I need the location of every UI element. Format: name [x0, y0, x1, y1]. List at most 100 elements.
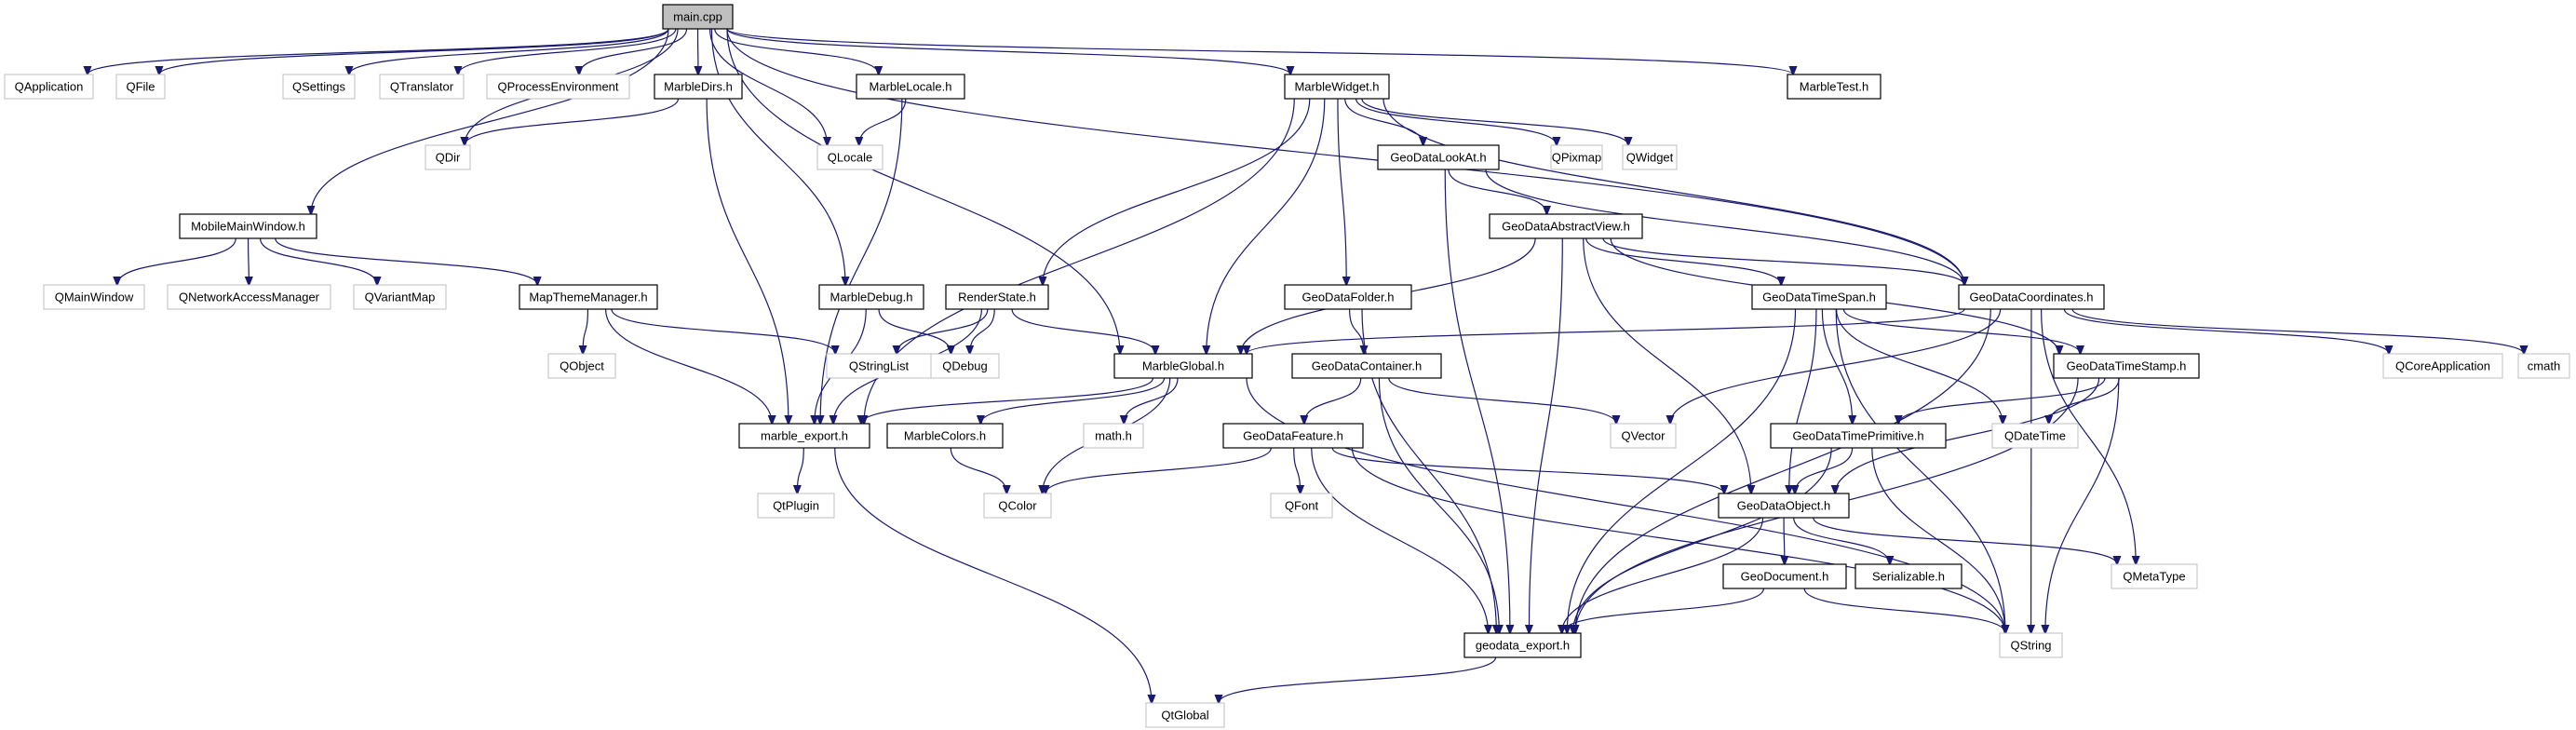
node-geodatatimeprimitive-h[interactable]: GeoDataTimePrimitive.h	[1770, 423, 1947, 449]
node-label: QDateTime	[2004, 429, 2066, 443]
node-qwidget: QWidget	[1622, 144, 1678, 170]
node-label: QMainWindow	[55, 291, 134, 304]
edge-geodatafeature-h-to-qcolor	[1045, 447, 1272, 493]
node-qsettings: QSettings	[282, 74, 356, 100]
node-marbledebug-h[interactable]: MarbleDebug.h	[818, 284, 924, 310]
node-label: QVector	[1622, 429, 1666, 443]
edge-mobilemainwindow-h-to-qmainwindow	[117, 237, 236, 285]
node-marbletest-h[interactable]: MarbleTest.h	[1787, 74, 1881, 100]
node-label: GeoDataContainer.h	[1312, 359, 1423, 373]
edge-marble-export-h-to-qtglobal	[834, 447, 1152, 703]
node-box	[1550, 144, 1603, 170]
edge-main-cpp-to-qprocessenvironment	[579, 28, 688, 74]
node-box	[816, 144, 883, 170]
edge-marblewidget-h-to-marbleglobal-h	[1207, 98, 1326, 354]
node-geodocument-h[interactable]: GeoDocument.h	[1722, 563, 1847, 589]
node-geodata-export-h[interactable]: geodata_export.h	[1463, 632, 1582, 658]
node-box	[2382, 353, 2503, 379]
node-label: GeoDocument.h	[1741, 570, 1829, 584]
node-box	[1489, 213, 1643, 239]
node-mobilemainwindow-h[interactable]: MobileMainWindow.h	[179, 213, 317, 239]
edge-geodatatimespan-h-to-geodata-export-h	[1567, 308, 1797, 633]
edge-geodatacoordinates-h-to-cmath	[2071, 308, 2524, 354]
edge-main-cpp-to-qfile	[159, 28, 669, 74]
node-box	[930, 353, 1000, 379]
node-box	[282, 74, 356, 100]
node-label: MarbleLocale.h	[870, 80, 952, 94]
node-geodataabstractview-h[interactable]: GeoDataAbstractView.h	[1489, 213, 1643, 239]
edge-geodatacontainer-h-to-geodata-export-h	[1378, 377, 1499, 633]
node-qcoreapplication: QCoreApplication	[2382, 353, 2503, 379]
edge-marblewidget-h-to-geodatalookat-h	[1344, 98, 1423, 145]
node-qfont: QFont	[1270, 493, 1333, 519]
node-renderstate-h[interactable]: RenderState.h	[945, 284, 1049, 310]
node-box	[886, 423, 1004, 449]
edge-mapthememanager-h-to-marble-export-h	[604, 308, 773, 424]
edge-mobilemainwindow-h-to-qnetworkaccessmanager	[249, 237, 250, 285]
node-geodatafolder-h[interactable]: GeoDataFolder.h	[1284, 284, 1412, 310]
node-geodatatimespan-h[interactable]: GeoDataTimeSpan.h	[1751, 284, 1887, 310]
node-box	[519, 284, 658, 310]
edge-geodocument-h-to-qstring	[1803, 588, 2005, 633]
edge-main-cpp-to-geodatacoordinates-h	[726, 28, 1964, 285]
node-label: QTranslator	[390, 80, 454, 94]
edge-geodataobject-h-to-qmetatype	[1813, 517, 2117, 564]
node-geodataobject-h[interactable]: GeoDataObject.h	[1718, 493, 1850, 519]
node-qcolor: QColor	[983, 493, 1052, 519]
node-marblelocale-h[interactable]: MarbleLocale.h	[856, 74, 965, 100]
node-box	[486, 74, 630, 100]
node-geodatalookat-h[interactable]: GeoDataLookAt.h	[1377, 144, 1500, 170]
node-geodatacontainer-h[interactable]: GeoDataContainer.h	[1291, 353, 1442, 379]
node-box	[1854, 563, 1962, 589]
node-label: QtPlugin	[773, 499, 819, 513]
edge-geodatatimestamp-h-to-geodataobject-h	[1835, 377, 2100, 493]
node-box	[757, 493, 835, 519]
node-marble-export-h[interactable]: marble_export.h	[738, 423, 870, 449]
node-mapthememanager-h[interactable]: MapThemeManager.h	[519, 284, 658, 310]
edge-geodatatimestamp-h-to-qdatetime	[2049, 377, 2120, 424]
node-qapplication: QApplication	[4, 74, 94, 100]
node-geodatacoordinates-h[interactable]: GeoDataCoordinates.h	[1958, 284, 2105, 310]
edge-marblewidget-h-to-renderstate-h	[1043, 98, 1311, 285]
node-box	[1622, 144, 1678, 170]
edge-geodatatimeprimitive-h-to-geodataobject-h	[1795, 447, 1854, 493]
node-box	[2053, 353, 2200, 379]
edge-mobilemainwindow-h-to-qvariantmap	[259, 237, 378, 285]
node-box	[179, 213, 317, 239]
edge-geodatacoordinates-h-to-geodata-export-h	[1575, 308, 1991, 633]
node-math-h: math.h	[1083, 423, 1144, 449]
edge-marblewidget-h-to-qpixmap	[1355, 98, 1557, 145]
edge-geodataabstractview-h-to-geodataobject-h	[1583, 237, 1751, 493]
node-box	[167, 284, 331, 310]
node-marbledirs-h[interactable]: MarbleDirs.h	[654, 74, 743, 100]
edge-marbleglobal-h-to-marble-export-h	[861, 377, 1154, 424]
node-label: QString	[2010, 639, 2051, 653]
node-marblewidget-h[interactable]: MarbleWidget.h	[1284, 74, 1390, 100]
node-main-cpp[interactable]: main.cpp	[662, 4, 734, 30]
node-label: MapThemeManager.h	[529, 291, 647, 304]
node-marblecolors-h[interactable]: MarbleColors.h	[886, 423, 1004, 449]
edge-main-cpp-to-qapplication	[88, 28, 669, 74]
node-label: MarbleGlobal.h	[1142, 359, 1224, 373]
node-label: QProcessEnvironment	[497, 80, 618, 94]
edge-main-cpp-to-qsettings	[349, 28, 669, 74]
node-geodatatimestamp-h[interactable]: GeoDataTimeStamp.h	[2053, 353, 2200, 379]
node-qstringlist: QStringList	[826, 353, 932, 379]
edge-geodatacontainer-h-to-qvector	[1388, 377, 1616, 424]
edge-geodataabstractview-h-to-geodata-export-h	[1529, 237, 1563, 633]
node-geodatafeature-h[interactable]: GeoDataFeature.h	[1222, 423, 1364, 449]
edge-marbledebug-h-to-qdebug	[878, 308, 951, 354]
node-label: GeoDataFeature.h	[1243, 429, 1343, 443]
node-label: QFont	[1285, 499, 1319, 513]
node-qobject: QObject	[547, 353, 616, 379]
node-box	[945, 284, 1049, 310]
node-label: QColor	[998, 499, 1037, 513]
edge-mapthememanager-h-to-qobject	[583, 308, 589, 354]
node-label: marble_export.h	[761, 429, 848, 443]
node-qvariantmap: QVariantMap	[353, 284, 447, 310]
node-serializable-h[interactable]: Serializable.h	[1854, 563, 1962, 589]
node-label: QWidget	[1626, 151, 1674, 165]
node-marbleglobal-h[interactable]: MarbleGlobal.h	[1113, 353, 1253, 379]
node-label: GeoDataTimePrimitive.h	[1792, 429, 1923, 443]
node-label: RenderState.h	[958, 291, 1036, 304]
